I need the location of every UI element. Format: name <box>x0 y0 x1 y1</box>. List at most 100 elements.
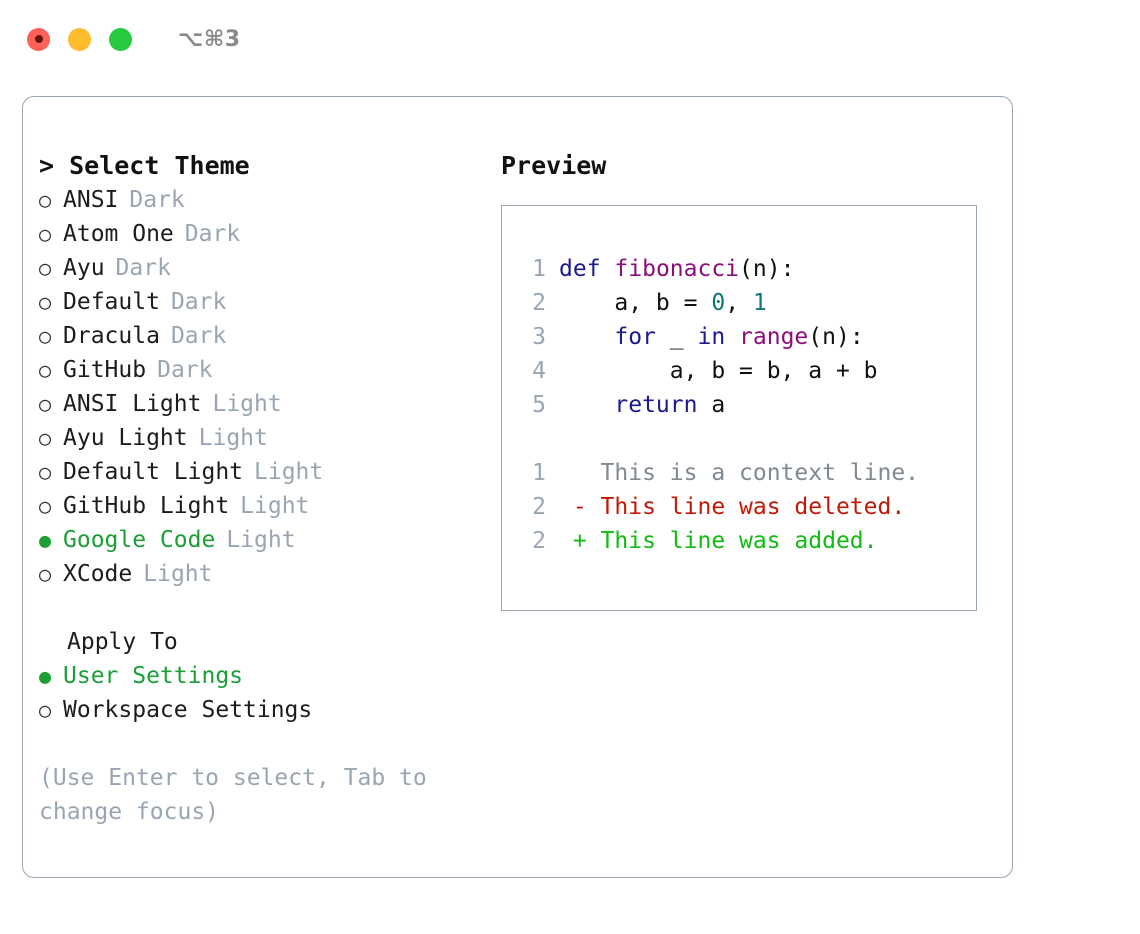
theme-option-default-light[interactable]: ○ Default Light Light <box>39 455 479 489</box>
theme-option-label: Default <box>63 289 160 315</box>
line-content: a, b = b, a + b <box>559 354 878 388</box>
token-num: 1 <box>752 290 767 316</box>
apply-to-option-user-settings[interactable]: ● User Settings <box>39 659 479 693</box>
line-number: 2 <box>532 290 546 316</box>
line-content: - This line was deleted. <box>559 490 905 524</box>
token-kw: return <box>614 392 698 418</box>
line-number: 1 <box>532 460 546 486</box>
token-txt: a, b = <box>559 290 712 316</box>
theme-option-label: XCode <box>63 561 133 587</box>
line-number: 2 <box>532 494 546 520</box>
theme-option-label: GitHub Light <box>63 493 230 519</box>
theme-option-github-light[interactable]: ○ GitHub Light Light <box>39 489 479 523</box>
line-number: 2 <box>532 528 546 554</box>
theme-option-label: ANSI <box>63 187 119 213</box>
theme-option-label: Google Code <box>63 527 216 553</box>
keyboard-shortcut-label: ⌥⌘3 <box>178 26 241 52</box>
theme-option-label: Dracula <box>63 323 160 349</box>
theme-variant-tag: Light <box>240 493 310 519</box>
apply-to-option-workspace-settings[interactable]: ○ Workspace Settings <box>39 693 479 727</box>
apply-to-option-label: Workspace Settings <box>63 697 313 723</box>
diff-line: 2 + This line was added. <box>516 524 919 558</box>
token-txt <box>725 324 739 350</box>
token-txt <box>559 392 614 418</box>
radio-unselected-icon: ○ <box>39 426 52 450</box>
theme-variant-tag: Dark <box>184 221 241 247</box>
token-txt: a, b = b, a + b <box>559 358 878 384</box>
theme-option-ansi[interactable]: ○ ANSI Dark <box>39 183 479 217</box>
radio-unselected-icon: ○ <box>39 562 52 586</box>
theme-option-label: Ayu Light <box>63 425 188 451</box>
theme-option-label: GitHub <box>63 357 147 383</box>
theme-variant-tag: Dark <box>129 187 185 213</box>
zoom-button[interactable] <box>109 27 132 51</box>
radio-unselected-icon: ○ <box>39 290 52 314</box>
close-button[interactable] <box>27 27 50 51</box>
code-line: 2 a, b = 0, 1 <box>516 286 919 320</box>
radio-unselected-icon: ○ <box>39 188 52 212</box>
line-content: return a <box>559 388 725 422</box>
token-num: 0 <box>711 290 726 316</box>
radio-selected-icon: ● <box>39 528 52 552</box>
token-txt <box>559 324 614 350</box>
theme-variant-tag: Light <box>254 459 324 485</box>
token-txt: _ <box>655 324 698 350</box>
theme-variant-tag: Dark <box>115 255 171 281</box>
diff-line: 1 This is a context line. <box>516 456 919 490</box>
theme-option-default[interactable]: ○ Default Dark <box>39 285 479 319</box>
list-spacer <box>39 591 479 625</box>
token-txt <box>601 256 615 282</box>
keyboard-hint-text: (Use Enter to select, Tab to change focu… <box>39 765 427 825</box>
token-txt: (n): <box>808 324 864 350</box>
code-line: 4 a, b = b, a + b <box>516 354 919 388</box>
theme-variant-tag: Light <box>198 425 268 451</box>
apply-to-option-label: User Settings <box>63 663 244 689</box>
line-number: 1 <box>532 256 546 282</box>
code-line: 5 return a <box>516 388 919 422</box>
radio-unselected-icon: ○ <box>39 460 52 484</box>
token-txt: (n): <box>739 256 795 282</box>
theme-variant-tag: Light <box>212 391 282 417</box>
apply-to-list[interactable]: ● User Settings ○ Workspace Settings <box>39 659 479 727</box>
code-line: 3 for _ in range(n): <box>516 320 919 354</box>
radio-unselected-icon: ○ <box>39 222 52 246</box>
theme-variant-tag: Dark <box>157 357 213 383</box>
window-controls <box>27 27 132 51</box>
radio-unselected-icon: ○ <box>39 698 52 722</box>
token-ctx: This is a context line. <box>559 460 920 486</box>
token-add: + This line was added. <box>559 528 878 554</box>
token-del: - This line was deleted. <box>559 494 906 520</box>
line-content: def fibonacci(n): <box>559 252 794 286</box>
token-txt: , <box>725 290 753 316</box>
radio-unselected-icon: ○ <box>39 494 52 518</box>
line-number: 5 <box>532 392 546 418</box>
titlebar: ⌥⌘3 <box>0 0 1140 78</box>
minimize-button[interactable] <box>68 27 91 51</box>
radio-unselected-icon: ○ <box>39 392 52 416</box>
line-number: 4 <box>532 358 546 384</box>
theme-option-github[interactable]: ○ GitHub Dark <box>39 353 479 387</box>
theme-variant-tag: Dark <box>170 323 227 349</box>
theme-option-label: Default Light <box>63 459 244 485</box>
theme-option-ayu-light[interactable]: ○ Ayu Light Light <box>39 421 479 455</box>
radio-unselected-icon: ○ <box>39 358 52 382</box>
apply-to-header: Apply To <box>67 629 178 655</box>
theme-variant-tag: Dark <box>170 289 227 315</box>
token-kw: def <box>559 256 601 282</box>
line-number: 3 <box>532 324 546 350</box>
token-kw: for <box>614 324 656 350</box>
radio-selected-icon: ● <box>39 664 52 688</box>
line-content: This is a context line. <box>559 456 920 490</box>
